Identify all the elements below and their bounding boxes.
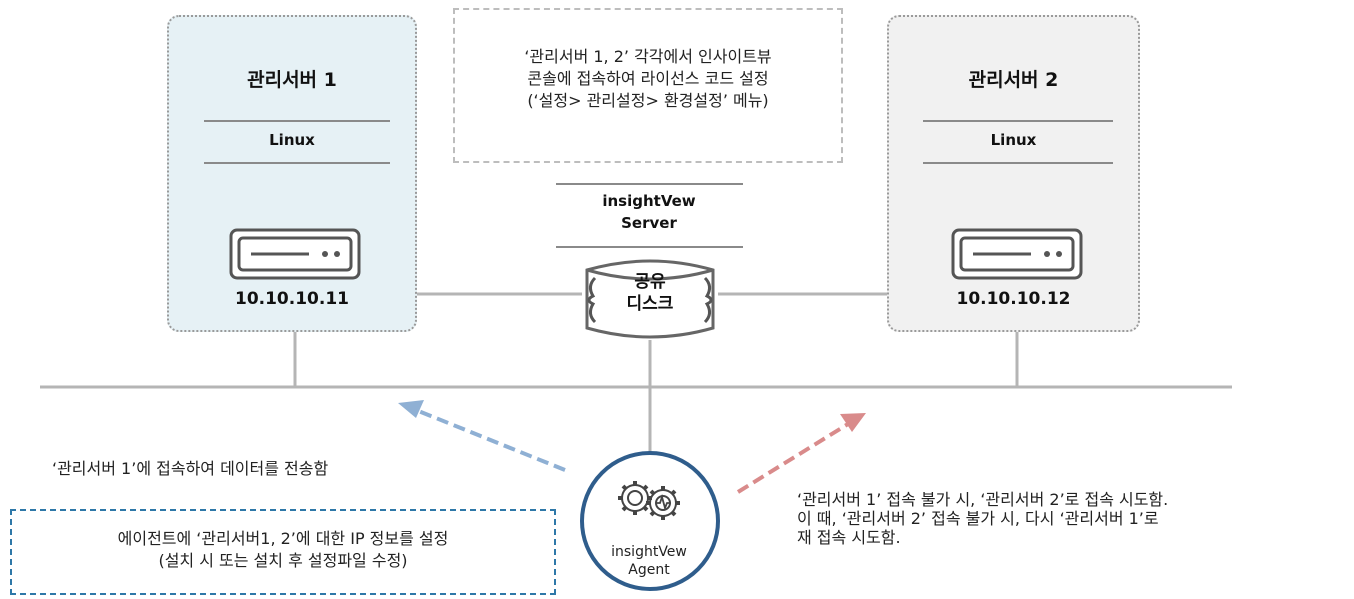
failover-note-line: 이 때, ‘관리서버 2’ 접속 불가 시, 다시 ‘관리서버 1’로 [797,509,1159,528]
license-note-line: 콘솔에 접속하여 라이선스 코드 설정 [527,69,769,88]
license-note: ‘관리서버 1, 2’ 각각에서 인사이트뷰 콘솔에 접속하여 라이선스 코드 … [453,8,843,163]
shared-disk-label: 공유 디스크 [582,271,718,315]
shared-disk-label-line: 디스크 [626,294,674,314]
server1-title: 관리서버 1 [247,69,337,91]
server-icon [229,228,361,280]
failover-note-line: ‘관리서버 1’ 접속 불가 시, ‘관리서버 2’로 접속 시도함. [797,490,1169,509]
failover-note: ‘관리서버 1’ 접속 불가 시, ‘관리서버 2’로 접속 시도함. 이 때,… [797,490,1168,547]
management-server-1: 관리서버 1 Linux 10.10.10.11 [167,15,417,332]
arrow-to-server1 [398,400,566,472]
agent-label-line: Agent [628,562,670,578]
shared-disk-icon [585,259,715,339]
agent-setting-line: 에이전트에 ‘관리서버1, 2’에 대한 IP 정보를 설정 [117,529,449,548]
license-note-line: ‘관리서버 1, 2’ 각각에서 인사이트뷰 [524,47,772,66]
arrow-to-server2 [736,413,866,494]
left-caption: ‘관리서버 1’에 접속하여 데이터를 전송함 [52,459,329,478]
divider [556,246,743,248]
server2-os: Linux [990,131,1037,149]
insightview-server-sub: Server [621,214,677,232]
agent-label-line: insightVew [611,544,687,560]
server1-ip: 10.10.10.11 [234,289,349,309]
gear-icon [646,486,680,520]
divider [204,162,390,164]
failover-note-line: 재 접속 시도함. [797,528,901,547]
divider [923,120,1113,122]
insightview-server-name: insightVew [602,192,696,210]
divider [923,162,1113,164]
agent-setting-line: (설치 시 또는 설치 후 설정파일 수정) [158,551,408,570]
management-server-2: 관리서버 2 Linux 10.10.10.12 [887,15,1140,332]
server2-title: 관리서버 2 [968,69,1059,91]
license-note-line: (‘설정> 관리설정> 환경설정’ 메뉴) [527,91,769,110]
agent-node [580,451,720,591]
server-icon [951,228,1083,280]
server1-os: Linux [269,131,315,149]
gear-icon [618,481,652,515]
server2-ip: 10.10.10.12 [956,289,1071,309]
shared-disk-label-line: 공유 [634,272,666,292]
divider [556,183,743,185]
agent-setting-note: 에이전트에 ‘관리서버1, 2’에 대한 IP 정보를 설정 (설치 시 또는 … [10,509,556,595]
insightview-server-label: insightVew Server [555,190,743,234]
divider [204,120,390,122]
agent-label: insightVew Agent [584,543,714,579]
